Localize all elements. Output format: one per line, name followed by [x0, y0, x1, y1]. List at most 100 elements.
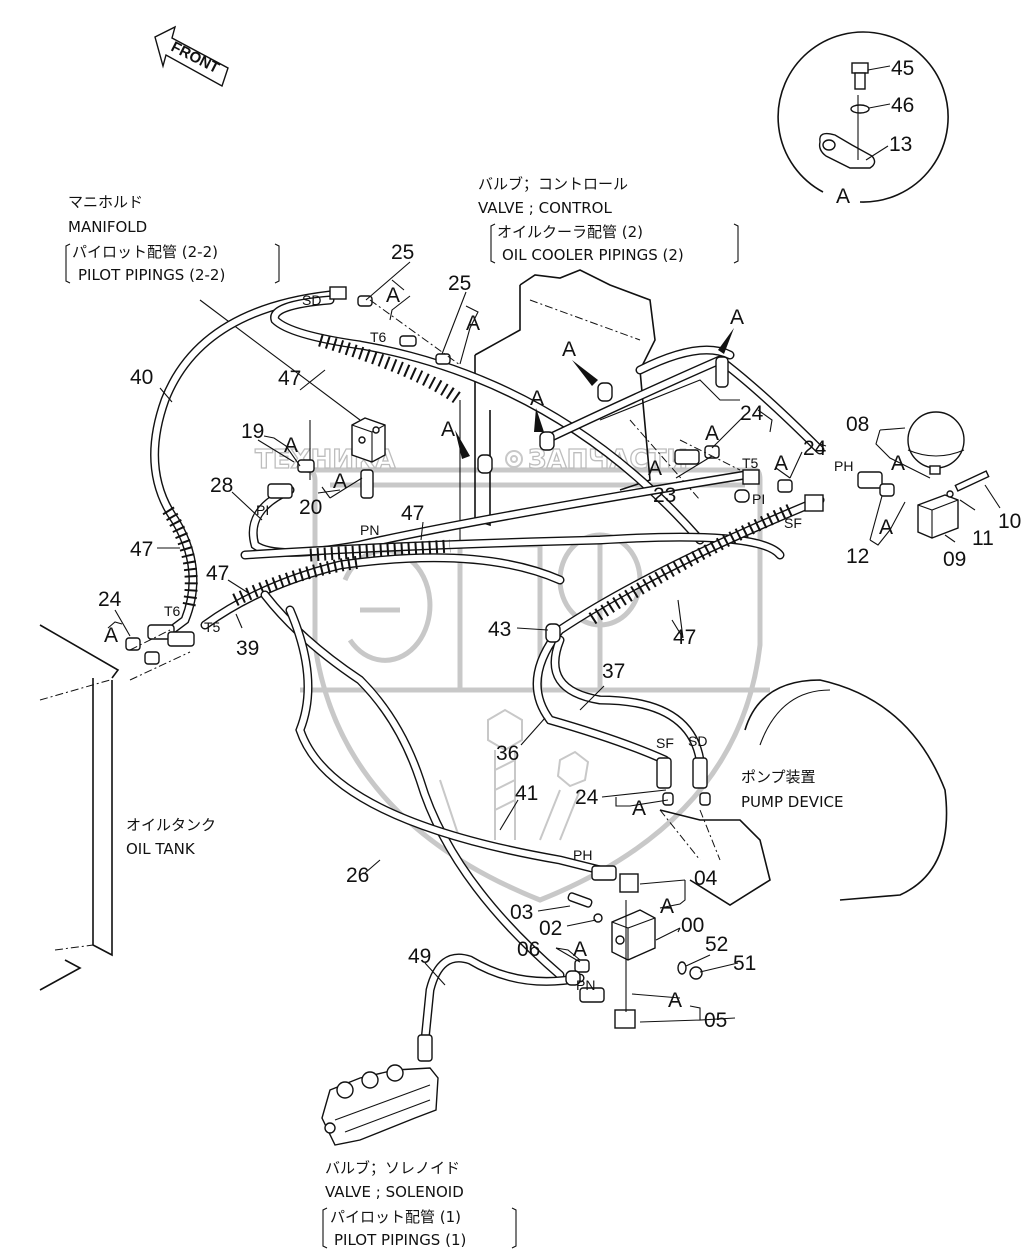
- control-valve-ref-en: OIL COOLER PIPINGS (2): [502, 246, 684, 264]
- accumulator-08: [907, 411, 965, 469]
- fitting-25b: [435, 353, 451, 365]
- ref-a-18: A: [668, 989, 682, 1012]
- washer-11: [946, 490, 954, 498]
- pointer-arrow-2: [534, 408, 544, 432]
- pointer-arrow-1: [455, 430, 470, 459]
- nut-51: [689, 966, 703, 980]
- fitting-t5-right: [742, 469, 760, 485]
- fitting-25a: [357, 295, 373, 307]
- ref-a-14: A: [879, 516, 893, 539]
- port-t5-left: T5: [204, 619, 221, 635]
- fitting-49-end: [417, 1034, 433, 1062]
- ref-a-13: A: [891, 452, 905, 475]
- fitting-pn-bottom: [579, 987, 605, 1003]
- manifold-jp: マニホルド: [68, 193, 143, 211]
- callout-45: 45: [891, 57, 914, 80]
- callout-26: 26: [346, 864, 369, 887]
- washer: [850, 104, 870, 114]
- fitting-sd-pump: [692, 757, 708, 789]
- hose-47-spring-guard-top: [318, 333, 464, 406]
- control-valve-jp: バルブ；コントロール: [478, 175, 628, 193]
- callout-00: 00: [681, 914, 704, 937]
- oil-tank-en: OIL TANK: [126, 840, 196, 858]
- watermark-letter-e: [342, 547, 433, 663]
- port-sd-pump: SD: [688, 733, 707, 749]
- manifold-brackets: [65, 243, 280, 284]
- clamp-ref-labels: A A A A A A A A A A A A A A A A A A: [104, 284, 905, 1012]
- callout-02: 02: [539, 917, 562, 940]
- caption-oil-tank: オイルタンク OIL TANK: [126, 816, 216, 858]
- callout-10: 10: [998, 510, 1021, 533]
- ref-a-5: A: [530, 387, 544, 410]
- callout-23: 23: [653, 484, 676, 507]
- manifold-leader: [199, 299, 361, 421]
- ref-a-4: A: [730, 306, 744, 329]
- watermark-wheat: [424, 708, 590, 841]
- callout-43: 43: [488, 618, 511, 641]
- detail-label: A: [836, 185, 850, 208]
- fitting-pi-right: [734, 489, 750, 503]
- fitting-24-pump-b: [699, 792, 711, 806]
- port-t6-top: T6: [370, 329, 387, 345]
- callout-08: 08: [846, 413, 869, 436]
- ref-a-2: A: [466, 312, 480, 335]
- fitting-sf-pump: [656, 757, 672, 789]
- port-ph-right: PH: [834, 458, 853, 474]
- solenoid-valve-brackets: [322, 1207, 517, 1249]
- callout-24-pump: 24: [575, 786, 599, 809]
- callout-40: 40: [130, 366, 153, 389]
- hose-sd-top: [270, 295, 705, 545]
- front-arrow-icon: [154, 25, 229, 88]
- fitting-19: [297, 459, 315, 473]
- callout-47-lower: 47: [206, 562, 229, 585]
- callout-25-b: 25: [448, 272, 471, 295]
- clamp-3: [597, 382, 613, 402]
- bolt-head: [851, 62, 869, 74]
- ref-a-7: A: [284, 434, 298, 457]
- callout-24-right: 24: [803, 437, 827, 460]
- ref-a-17: A: [573, 938, 587, 961]
- fitting-24-left-b: [144, 651, 160, 665]
- ref-a-10: A: [705, 422, 719, 445]
- solenoid-valve-ref-jp: パイロット配管 (1): [330, 1208, 461, 1226]
- fitting-ph-bottom: [591, 865, 617, 881]
- detail-view-a: A 45 46 13: [777, 31, 949, 208]
- pump-device-jp: ポンプ装置: [741, 768, 816, 786]
- ref-a-11: A: [648, 457, 662, 480]
- manifold-ref-jp: パイロット配管 (2-2): [72, 243, 218, 261]
- callout-25-a: 25: [391, 241, 414, 264]
- detail-circle: [777, 31, 949, 203]
- ref-a-12: A: [774, 452, 788, 475]
- watermark-letter-f: [557, 532, 643, 690]
- fitting-t5-left: [167, 631, 195, 647]
- callout-24-mid: 24: [740, 402, 764, 425]
- callout-39: 39: [236, 637, 259, 660]
- port-sf-right: SF: [784, 515, 802, 531]
- fitting-ph-right: [857, 471, 883, 489]
- port-sd-top: SD: [302, 292, 321, 308]
- callout-41: 41: [515, 782, 538, 805]
- bolt-03: [567, 892, 593, 908]
- bolt-shank: [854, 72, 866, 90]
- callout-04: 04: [694, 867, 718, 890]
- fittings: [125, 286, 895, 1062]
- callout-19: 19: [241, 420, 264, 443]
- fitting-t6: [399, 335, 417, 347]
- fitting-05: [614, 1009, 636, 1029]
- solenoid-valve-ref-en: PILOT PIPINGS (1): [334, 1231, 466, 1249]
- clamp-1: [477, 454, 493, 474]
- callout-47-right: 47: [673, 626, 696, 649]
- callout-05: 05: [704, 1009, 727, 1032]
- callout-12: 12: [846, 545, 869, 568]
- manifold-en: MANIFOLD: [68, 218, 147, 236]
- fitting-04: [619, 873, 639, 893]
- callout-47-left: 47: [130, 538, 153, 561]
- washer-02: [593, 913, 603, 923]
- fitting-12: [879, 483, 895, 497]
- port-pn-bottom: PN: [576, 977, 595, 993]
- caption-pump-device: ポンプ装置 PUMP DEVICE: [741, 768, 843, 811]
- clamp-loop: [822, 139, 836, 151]
- caption-solenoid-valve: バルブ；ソレノイド VALVE ; SOLENOID パイロット配管 (1) P…: [322, 1159, 517, 1249]
- pointer-arrow-4: [718, 328, 734, 354]
